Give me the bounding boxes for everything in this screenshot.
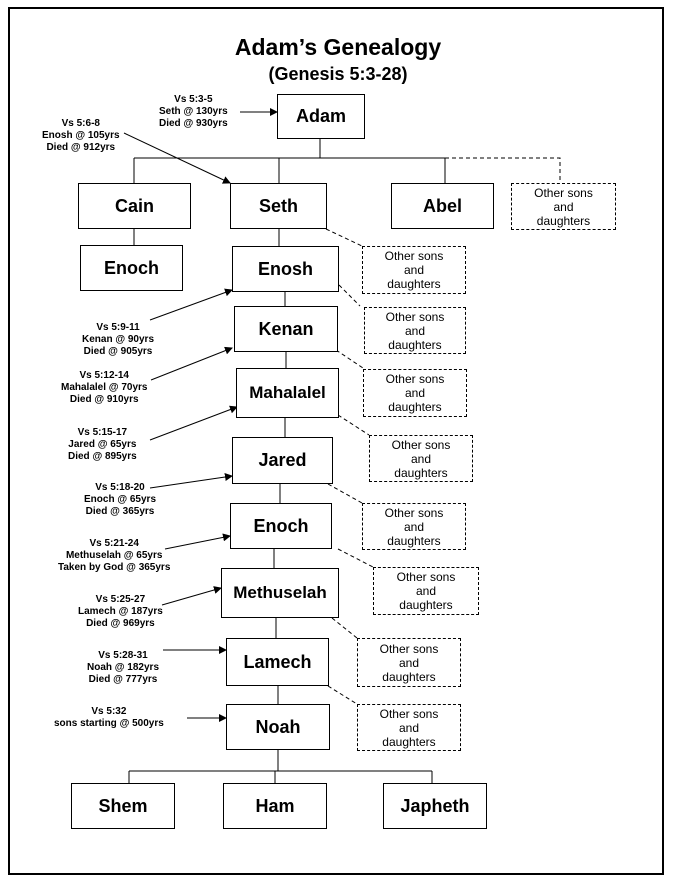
person-box-japheth: Japheth: [383, 783, 487, 829]
diagram-title: Adam’s Genealogy: [234, 34, 442, 60]
person-box-methuselah: Methuselah: [221, 568, 339, 618]
person-box-enosh: Enosh: [232, 246, 339, 292]
diagram-subtitle: (Genesis 5:3-28): [268, 64, 408, 84]
person-box-shem: Shem: [71, 783, 175, 829]
person-box-seth: Seth: [230, 183, 327, 229]
person-box-ham: Ham: [223, 783, 327, 829]
person-box-enoch: Enoch: [230, 503, 332, 549]
person-box-noah: Noah: [226, 704, 330, 750]
person-box-kenan: Kenan: [234, 306, 338, 352]
person-box-lamech: Lamech: [226, 638, 329, 686]
person-box-cain: Cain: [78, 183, 191, 229]
person-box-enoch-son-of-cain: Enoch: [80, 245, 183, 291]
person-box-abel: Abel: [391, 183, 494, 229]
person-box-jared: Jared: [232, 437, 333, 484]
person-box-mahalalel: Mahalalel: [236, 368, 339, 418]
diagram-frame: [8, 7, 664, 875]
person-box-adam: Adam: [277, 94, 365, 139]
